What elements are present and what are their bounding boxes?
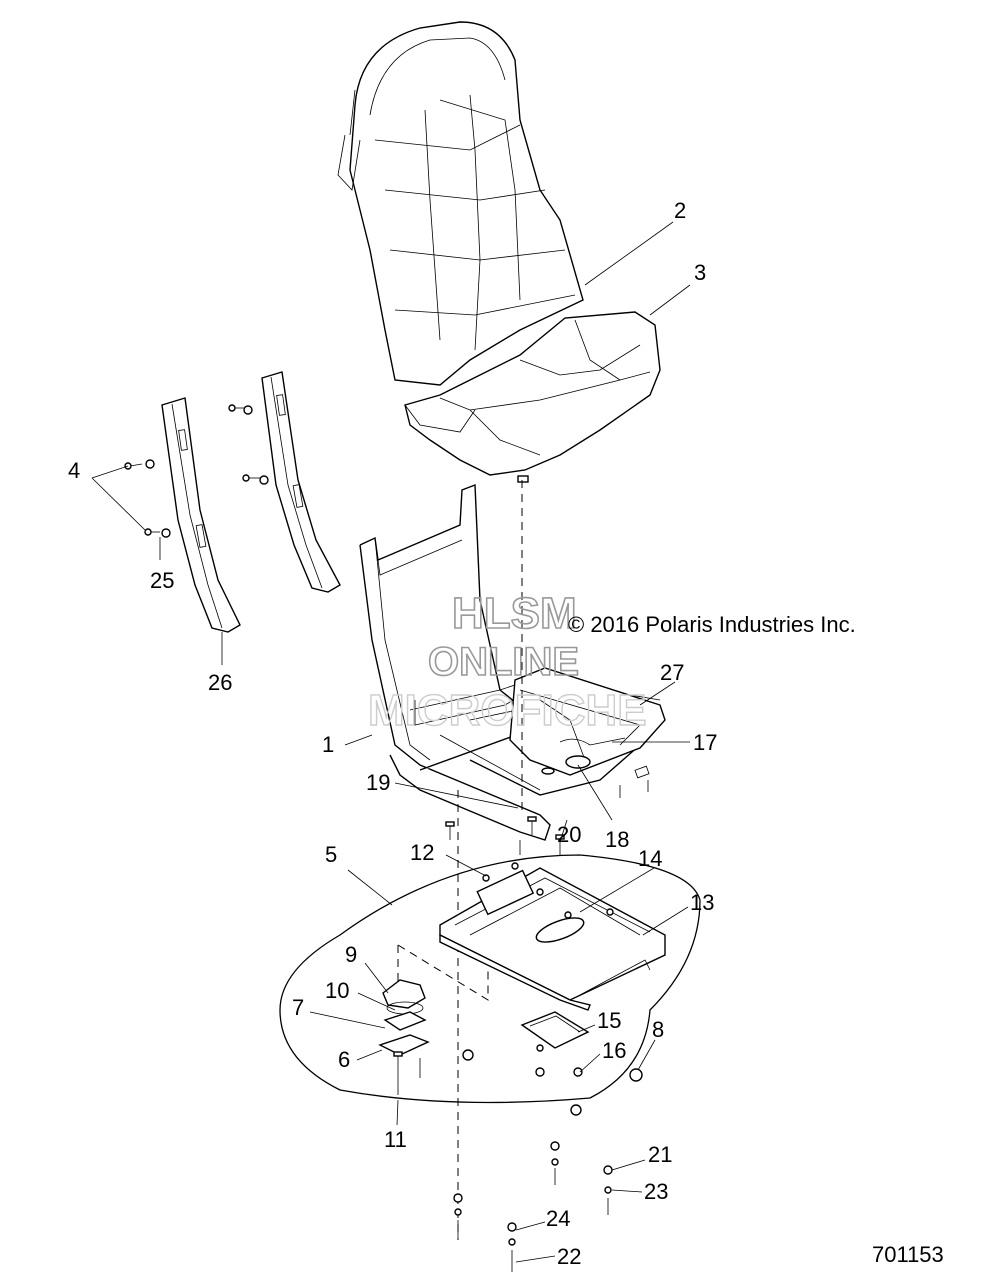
callout-12: 12 — [410, 840, 434, 865]
callout-15: 15 — [597, 1008, 621, 1033]
leader-lines — [91, 221, 691, 1263]
callout-25: 25 — [150, 568, 174, 593]
callout-14: 14 — [638, 846, 662, 871]
side-rail-right — [261, 371, 341, 593]
callout-26: 26 — [208, 670, 232, 695]
callout-17: 17 — [693, 730, 717, 755]
callout-6: 6 — [338, 1047, 350, 1072]
latch-parts — [378, 979, 430, 1095]
plate-and-nuts — [462, 1011, 643, 1116]
callout-1: 1 — [322, 732, 334, 757]
callout-27: 27 — [660, 660, 684, 685]
rail-screws — [124, 404, 269, 538]
kit-outline — [279, 854, 701, 1104]
callout-10: 10 — [325, 978, 349, 1003]
seat-bottom — [404, 311, 661, 483]
watermark-line2: ONLINE — [428, 640, 579, 684]
callout-11: 11 — [384, 1127, 407, 1152]
callout-19: 19 — [366, 770, 390, 795]
callout-5: 5 — [325, 842, 337, 867]
watermark: HLSM ONLINE MICROFICHE — [367, 588, 647, 736]
seat-back — [337, 21, 584, 386]
callout-2: 2 — [674, 198, 686, 223]
bracket — [509, 667, 666, 776]
hardware-stacks — [453, 1141, 613, 1272]
callout-7: 7 — [292, 995, 304, 1020]
callout-23: 23 — [644, 1179, 668, 1204]
copyright-notice: © 2016 Polaris Industries Inc. — [568, 612, 856, 637]
callout-24: 24 — [546, 1206, 570, 1231]
frame-bolts — [445, 765, 650, 855]
callout-21: 21 — [648, 1142, 672, 1167]
callout-20: 20 — [557, 822, 581, 847]
callout-13: 13 — [690, 890, 714, 915]
side-rail-left — [161, 397, 241, 633]
callout-22: 22 — [557, 1244, 581, 1269]
catalog-number: 701153 — [872, 1242, 944, 1267]
callout-labels: 1 2 3 4 5 6 7 8 9 10 11 12 13 14 15 16 1… — [68, 198, 717, 1269]
callout-8: 8 — [652, 1017, 664, 1042]
watermark-line3: MICROFICHE — [368, 686, 647, 735]
seat-slider — [439, 862, 666, 1011]
callout-3: 3 — [694, 260, 706, 285]
callout-9: 9 — [345, 942, 357, 967]
callout-4: 4 — [68, 458, 80, 483]
callout-18: 18 — [605, 827, 629, 852]
callout-16: 16 — [602, 1038, 626, 1063]
watermark-line1: HLSM — [452, 589, 577, 638]
